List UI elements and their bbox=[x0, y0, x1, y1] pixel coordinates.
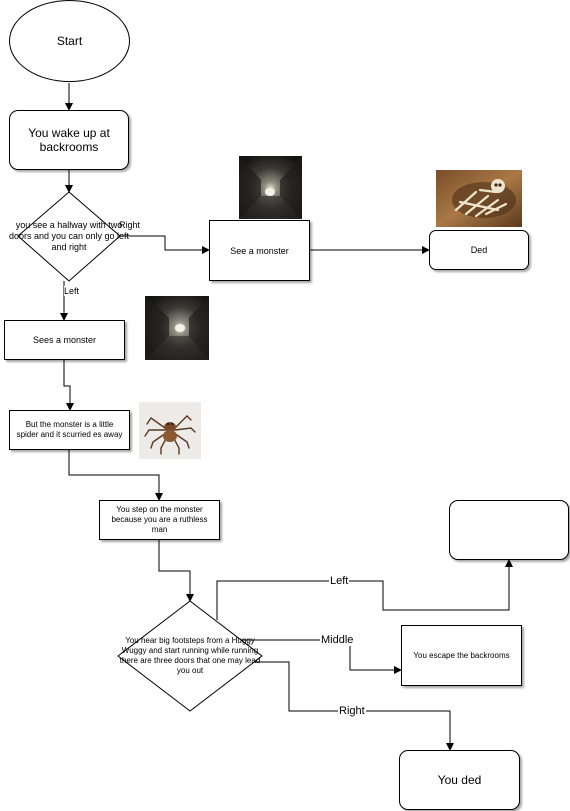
connector-monster-spider bbox=[63, 360, 74, 411]
edge-label-right-bottom: Right bbox=[338, 705, 366, 717]
skeleton-photo bbox=[436, 170, 522, 227]
start-node[interactable]: Start bbox=[9, 0, 130, 82]
start-label: Start bbox=[56, 34, 83, 48]
spider-photo bbox=[139, 402, 201, 459]
ded-label: Ded bbox=[470, 245, 488, 255]
connector-hallway-right bbox=[120, 235, 210, 254]
step-node[interactable]: You step on the monster because you are … bbox=[99, 500, 220, 540]
footsteps-decision-label: You hear big footsteps from a Huggy Wugg… bbox=[119, 636, 261, 675]
edge-label-right-top: Right bbox=[119, 220, 141, 230]
edge-label-middle: Middle bbox=[320, 634, 355, 646]
spider-node[interactable]: But the monster is a little spider and i… bbox=[9, 410, 130, 450]
decision-footsteps-diamond bbox=[117, 600, 263, 712]
sees-monster-label: Sees a monster bbox=[32, 335, 97, 345]
wake-up-node[interactable]: You wake up at backrooms bbox=[9, 110, 129, 170]
footsteps-decision-node[interactable]: You hear big footsteps from a Huggy Wugg… bbox=[116, 628, 264, 684]
escape-label: You escape the backrooms bbox=[413, 651, 510, 660]
hallway-photo-left bbox=[145, 296, 209, 360]
empty-outcome-node[interactable] bbox=[449, 500, 569, 560]
see-monster-node[interactable]: See a monster bbox=[209, 220, 310, 281]
edge-label-left-top: Left bbox=[64, 286, 80, 296]
step-label: You step on the monster because you are … bbox=[111, 505, 208, 534]
hallway-decision-label: you see a hallway with two doors and you… bbox=[8, 219, 130, 252]
connector-footsteps-right bbox=[255, 661, 454, 751]
you-ded-label: You ded bbox=[437, 773, 482, 787]
connector-footsteps-middle bbox=[240, 639, 402, 674]
connector-spider-step bbox=[68, 450, 163, 501]
hallway-photo-top bbox=[239, 156, 302, 219]
spider-label: But the monster is a little spider and i… bbox=[16, 420, 123, 439]
decision-hallway-diamond bbox=[17, 191, 121, 282]
escape-node[interactable]: You escape the backrooms bbox=[401, 625, 522, 686]
you-ded-node[interactable]: You ded bbox=[399, 750, 520, 810]
hallway-decision-node[interactable]: you see a hallway with two doors and you… bbox=[8, 212, 130, 260]
edge-label-left-bottom: Left bbox=[329, 575, 350, 587]
sees-monster-node[interactable]: Sees a monster bbox=[4, 320, 125, 360]
wake-up-label: You wake up at backrooms bbox=[28, 126, 110, 154]
connector-step-footsteps bbox=[158, 540, 194, 602]
ded-node[interactable]: Ded bbox=[429, 230, 529, 270]
connector-footsteps-left bbox=[216, 559, 513, 620]
see-monster-label: See a monster bbox=[230, 245, 289, 256]
